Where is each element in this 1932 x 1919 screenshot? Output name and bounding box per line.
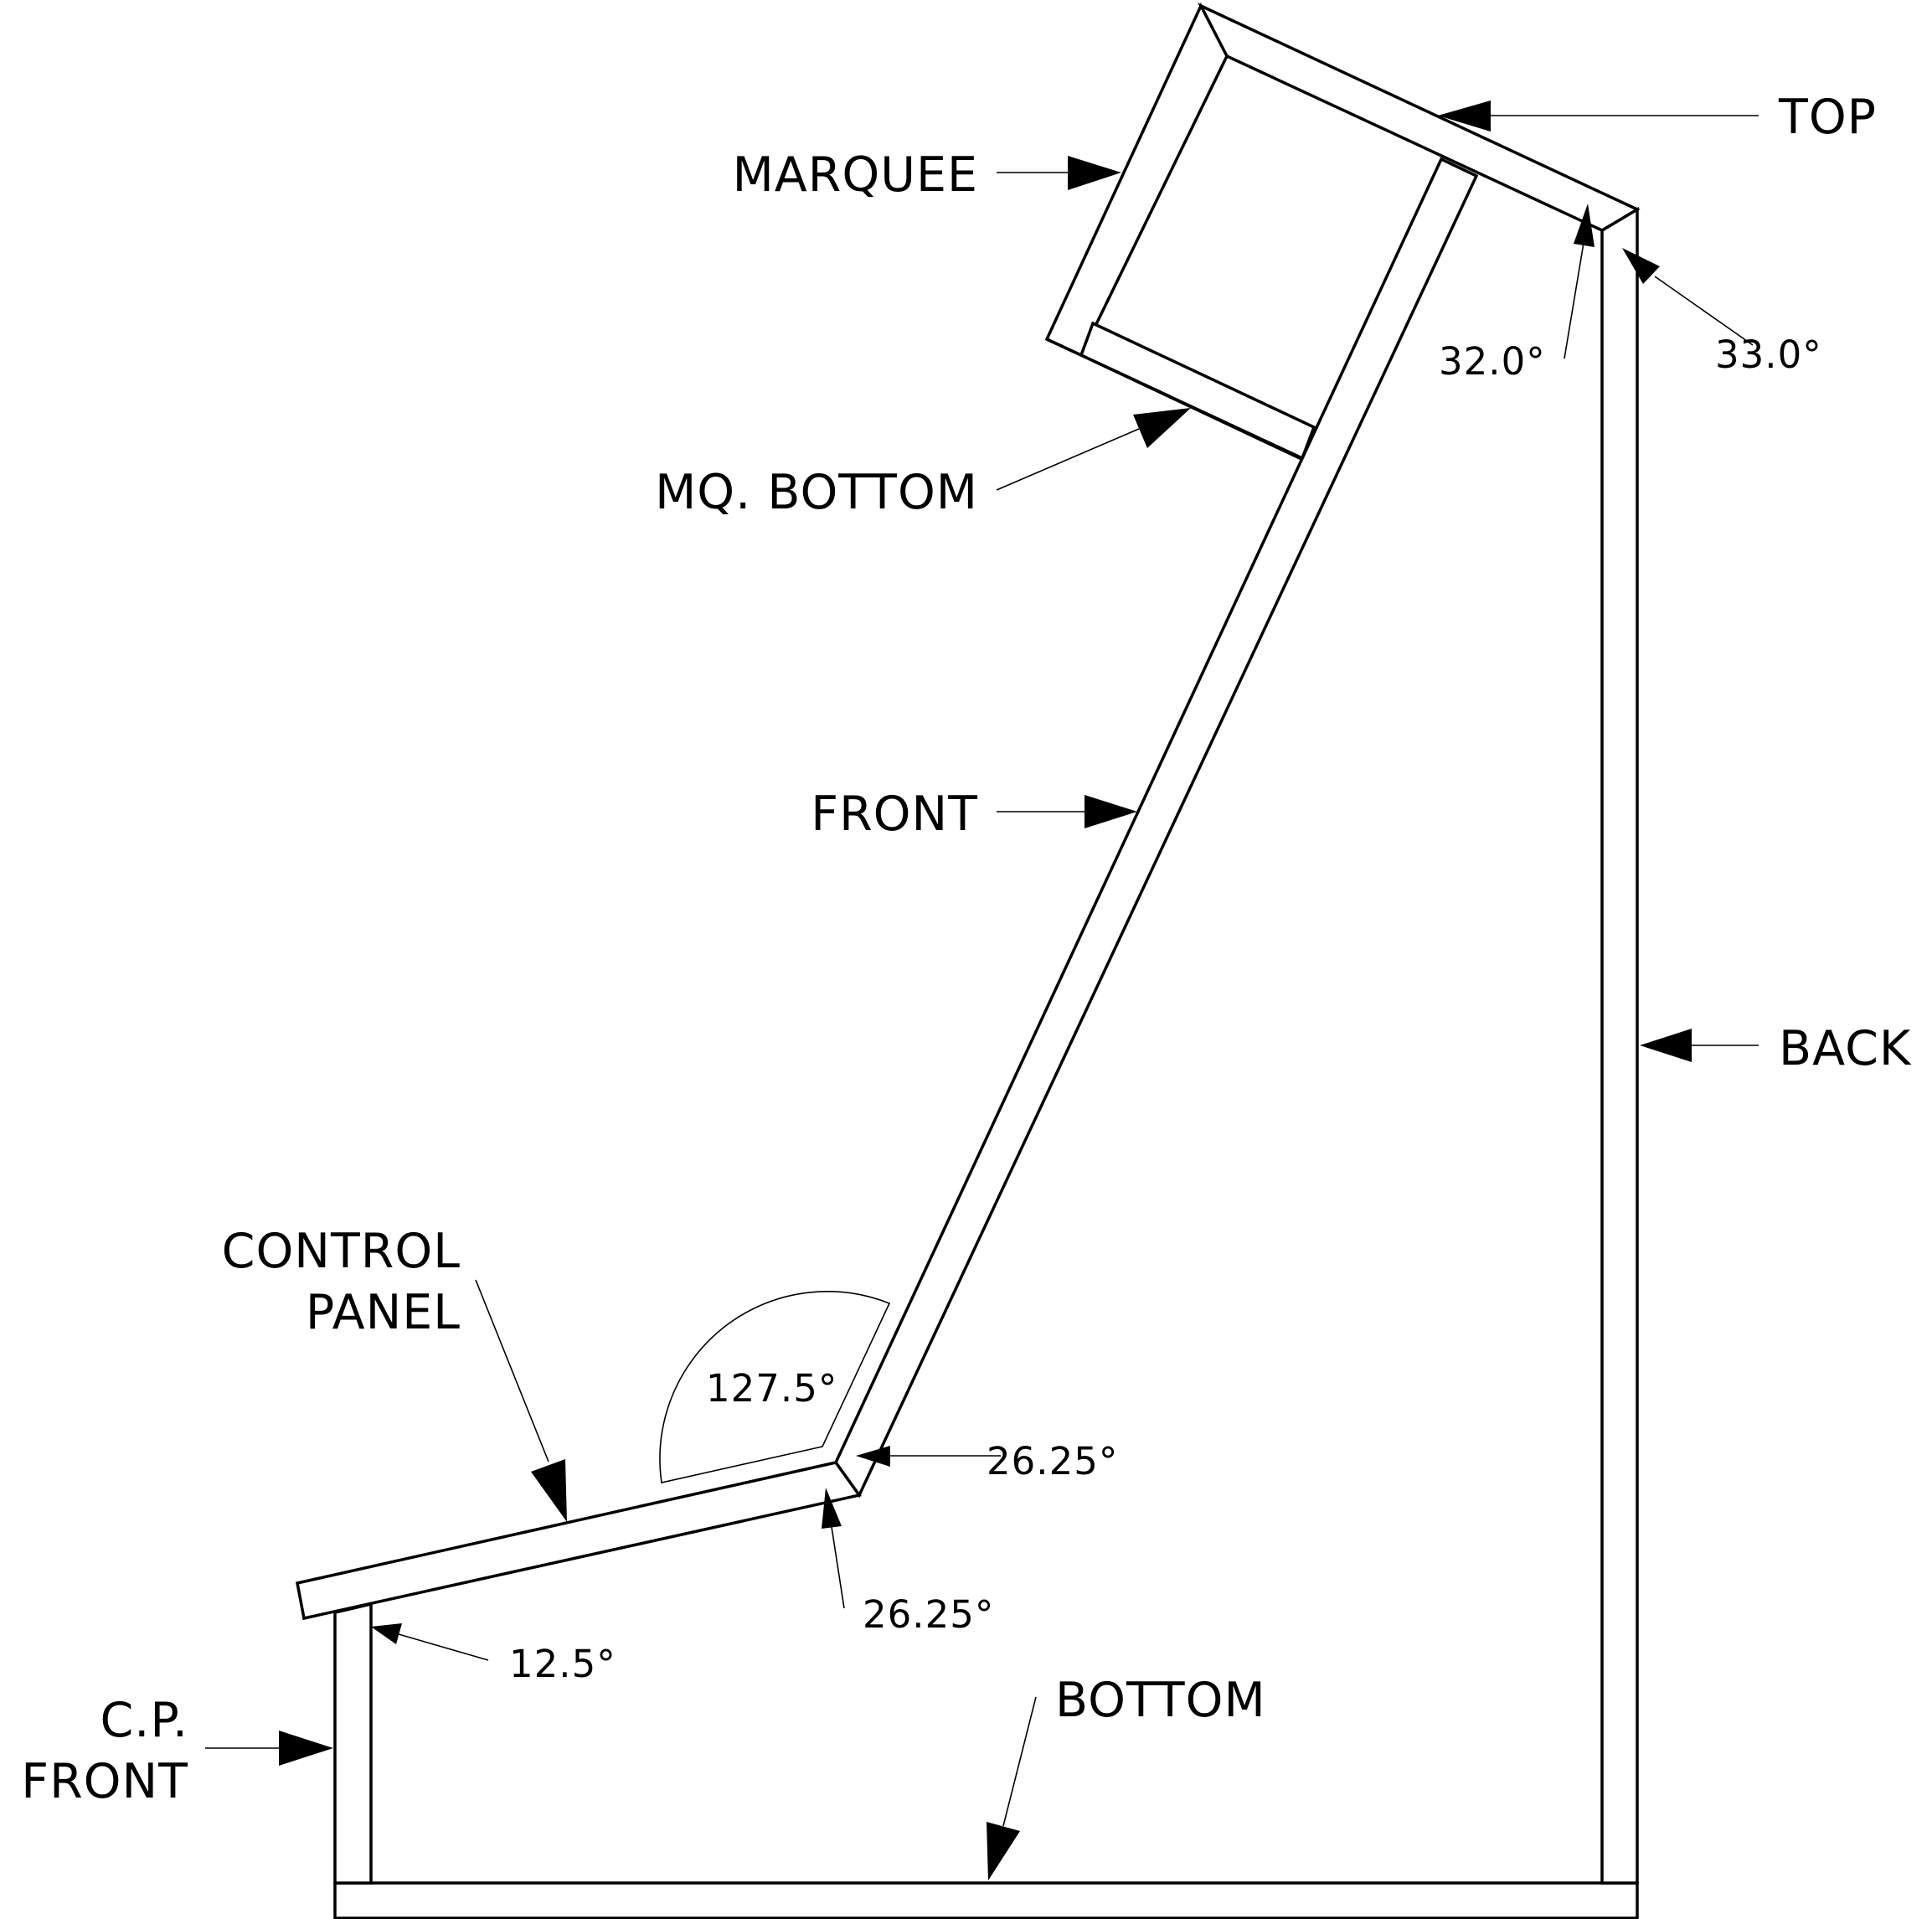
control-panel-board xyxy=(295,1461,862,1621)
control-panel-arrowhead xyxy=(531,1459,567,1522)
angle-label-26-lower: 26.25° xyxy=(863,1592,994,1637)
back-panel xyxy=(1600,206,1639,1885)
cp-front-panel xyxy=(333,1602,373,1885)
bottom-arrowhead xyxy=(987,1822,1020,1880)
mq-bottom-label: MQ. BOTTOM xyxy=(655,465,978,520)
angle-26-upper-arrowhead xyxy=(856,1446,890,1467)
angle-label-127: 127.5° xyxy=(706,1366,837,1411)
mq-bottom-strip xyxy=(1079,321,1316,461)
angle-26-lower-arrowhead xyxy=(822,1488,842,1529)
angle-label-12: 12.5° xyxy=(509,1642,616,1686)
back-arrowhead xyxy=(1640,1029,1692,1062)
top-panel xyxy=(1198,3,1641,232)
angle-12-arrowhead xyxy=(371,1623,402,1644)
angle-33-leader xyxy=(1654,276,1754,346)
control-panel-leader xyxy=(475,1279,549,1462)
part-labels: TOP MARQUEE MQ. BOTTOM FRONT BACK CONTRO… xyxy=(21,90,1912,1809)
cp-front-arrowhead xyxy=(279,1731,333,1766)
mq-bottom-arrowhead xyxy=(1133,408,1191,448)
angle-arc-127 xyxy=(659,1291,891,1483)
bottom-leader xyxy=(1002,1696,1037,1827)
angle-label-32: 32.0° xyxy=(1439,339,1546,384)
top-arrowhead xyxy=(1438,101,1491,132)
control-panel-label-line2: PANEL xyxy=(306,1285,461,1340)
bottom-label: BOTTOM xyxy=(1055,1673,1266,1728)
angle-32-arrowhead xyxy=(1574,204,1595,247)
top-label: TOP xyxy=(1778,90,1877,145)
leaders xyxy=(205,101,1759,1880)
angle-label-26-upper: 26.25° xyxy=(987,1439,1118,1483)
mq-bottom-leader xyxy=(996,428,1140,491)
panels xyxy=(295,3,1641,1919)
back-label: BACK xyxy=(1779,1021,1912,1076)
angle-33-arrowhead xyxy=(1622,248,1660,284)
control-panel-label-line1: CONTROL xyxy=(222,1224,461,1279)
angle-26-lower-leader xyxy=(831,1526,845,1609)
cp-front-label-line1: C.P. xyxy=(100,1693,188,1748)
front-label: FRONT xyxy=(811,787,978,842)
angle-labels: 32.0° 33.0° 127.5° 26.25° 26.25° 12.5° xyxy=(509,333,1822,1686)
angle-32-leader xyxy=(1564,242,1584,359)
front-arrowhead xyxy=(1084,795,1137,828)
marquee-label: MARQUEE xyxy=(733,147,978,203)
cp-front-label-line2: FRONT xyxy=(21,1754,188,1809)
angle-label-33: 33.0° xyxy=(1715,333,1822,377)
bottom-panel xyxy=(333,1881,1639,1919)
angle-12-leader xyxy=(398,1633,489,1661)
marquee-arrowhead xyxy=(1068,156,1121,190)
